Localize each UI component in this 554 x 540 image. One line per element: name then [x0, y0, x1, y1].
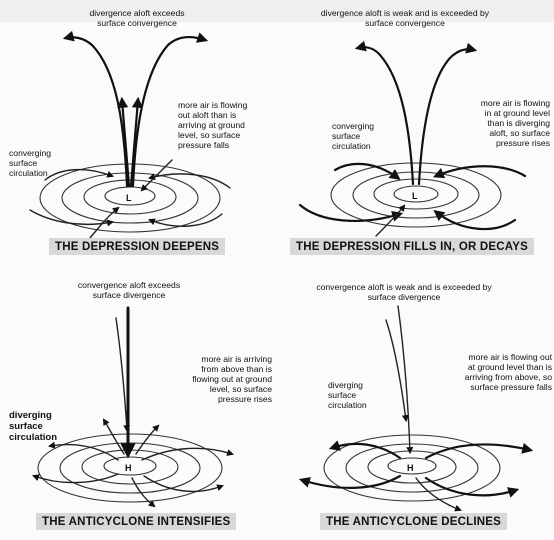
- depression-deepens-diagram: L: [0, 0, 280, 270]
- panel-anticyclone-intensifies: convergence aloft exceeds surface diverg…: [0, 270, 280, 540]
- caption-anticyclone-declines: THE ANTICYCLONE DECLINES: [320, 513, 507, 530]
- anticyclone-intensifies-diagram: H: [0, 270, 280, 540]
- high-center-label: H: [407, 463, 414, 473]
- low-center-label: L: [412, 191, 418, 201]
- anticyclone-declines-diagram: H: [280, 270, 554, 540]
- caption-depression-fills: THE DEPRESSION FILLS IN, OR DECAYS: [290, 238, 534, 255]
- low-center-label: L: [126, 193, 132, 203]
- caption-anticyclone-intensifies: THE ANTICYCLONE INTENSIFIES: [36, 513, 236, 530]
- panel-depression-fills: divergence aloft is weak and is exceeded…: [280, 0, 554, 270]
- panel-depression-deepens: divergence aloft exceeds surface converg…: [0, 0, 280, 270]
- caption-depression-deepens: THE DEPRESSION DEEPENS: [49, 238, 225, 255]
- panel-anticyclone-declines: convergence aloft is weak and is exceede…: [280, 270, 554, 540]
- depression-fills-diagram: L: [280, 0, 554, 270]
- high-center-label: H: [125, 463, 132, 473]
